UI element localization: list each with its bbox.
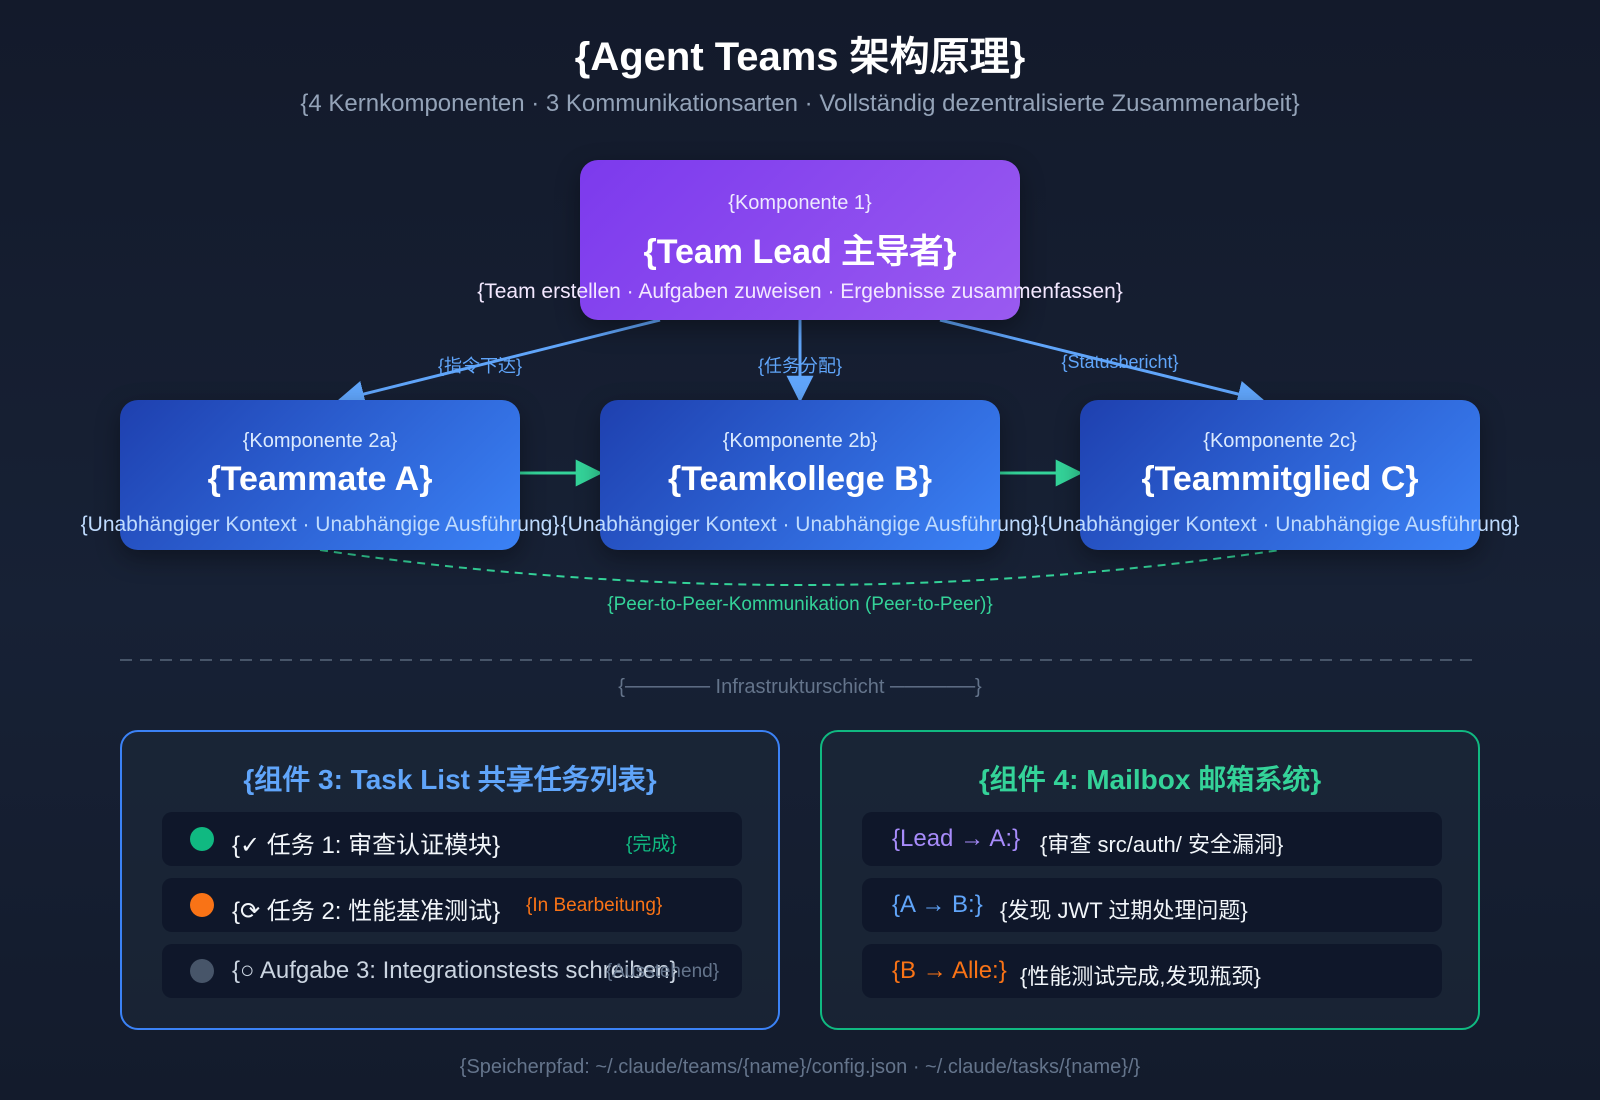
status-dot-icon <box>190 893 214 917</box>
task-status: {In Bearbeitung} <box>526 895 663 916</box>
task-list-panel: {组件 3: Task List 共享任务列表} {✓ 任务 1: 审查认证模块… <box>120 730 780 1030</box>
teammate-a-name: {Teammate A} <box>207 460 433 498</box>
mailbox-panel: {组件 4: Mailbox 邮箱系统} {Lead → A:} {审查 src… <box>820 730 1480 1030</box>
diagram-subtitle: {4 Kernkomponenten · 3 Kommunikationsart… <box>300 90 1300 117</box>
teammate-c-node: {Komponente 2c} {Teammitglied C} <box>1080 400 1480 550</box>
teammate-a-node: {Komponente 2a} {Teammate A} <box>120 400 520 550</box>
teammate-b-kicker: {Komponente 2b} <box>722 430 878 452</box>
mailbox-message[interactable]: {Lead → A:} {审查 src/auth/ 安全漏洞} <box>862 812 1442 866</box>
teammate-b-name: {Teamkollege B} <box>668 460 932 498</box>
teammate-c-description: {Unabhängiger Kontext · Unabhängige Ausf… <box>1040 513 1520 536</box>
task-item[interactable]: {⟳ 任务 2: 性能基准测试} {In Bearbeitung} <box>162 878 742 932</box>
message-route: {A → B:} <box>892 891 983 918</box>
status-dot-icon <box>190 827 214 851</box>
task-text: {○ Aufgabe 3: Integrationstests schreibe… <box>232 957 678 984</box>
message-route: {Lead → A:} <box>892 825 1021 852</box>
link-label-instructions: {指令下达} <box>437 356 523 376</box>
message-text: {审查 src/auth/ 安全漏洞} <box>1040 832 1284 857</box>
message-text: {性能测试完成,发现瓶颈} <box>1020 964 1261 989</box>
task-status: {Ausstehend} <box>606 961 720 982</box>
status-dot-icon <box>190 959 214 983</box>
team-lead-node: {Komponente 1} {Team Lead 主导者} <box>580 160 1020 320</box>
task-list-title: {组件 3: Task List 共享任务列表} <box>243 764 657 795</box>
teammate-b-node: {Komponente 2b} {Teamkollege B} <box>600 400 1000 550</box>
team-lead-description: {Team erstellen · Aufgaben zuweisen · Er… <box>477 280 1123 303</box>
link-label-task-assignment: {任务分配} <box>757 356 843 376</box>
storage-path-footer: {Speicherpfad: ~/.claude/teams/{name}/co… <box>459 1056 1141 1078</box>
task-status: {完成} <box>626 834 677 855</box>
team-lead-name: {Team Lead 主导者} <box>643 233 957 271</box>
peer-communication-label: {Peer-to-Peer-Kommunikation (Peer-to-Pee… <box>607 594 993 615</box>
mailbox-message[interactable]: {A → B:} {发现 JWT 过期处理问题} <box>862 878 1442 932</box>
peer-curve <box>319 549 1281 586</box>
diagram-title: {Agent Teams 架构原理} <box>574 35 1026 79</box>
teammate-b-description: {Unabhängiger Kontext · Unabhängige Ausf… <box>560 513 1040 536</box>
teammate-a-description: {Unabhängiger Kontext · Unabhängige Ausf… <box>80 513 560 536</box>
message-text: {发现 JWT 过期处理问题} <box>1000 898 1248 923</box>
task-text: {⟳ 任务 2: 性能基准测试} <box>232 898 501 925</box>
arrow-lead-to-c <box>939 318 1265 408</box>
arrow-lead-to-a <box>337 318 661 408</box>
message-route: {B → Alle:} <box>892 957 1007 984</box>
task-item[interactable]: {✓ 任务 1: 审查认证模块} {完成} <box>162 812 742 866</box>
teammate-a-kicker: {Komponente 2a} <box>242 430 398 452</box>
link-label-status-report: {Statusbericht} <box>1061 352 1179 372</box>
mailbox-title: {组件 4: Mailbox 邮箱系统} <box>978 764 1322 795</box>
team-lead-kicker: {Komponente 1} <box>728 192 872 214</box>
teammate-c-name: {Teammitglied C} <box>1141 460 1419 498</box>
teammate-c-kicker: {Komponente 2c} <box>1203 430 1357 452</box>
task-text: {✓ 任务 1: 审查认证模块} <box>232 832 501 859</box>
task-item[interactable]: {○ Aufgabe 3: Integrationstests schreibe… <box>162 944 742 998</box>
mailbox-message[interactable]: {B → Alle:} {性能测试完成,发现瓶颈} <box>862 944 1442 998</box>
infrastructure-label: {────── Infrastrukturschicht ──────} <box>618 676 982 698</box>
